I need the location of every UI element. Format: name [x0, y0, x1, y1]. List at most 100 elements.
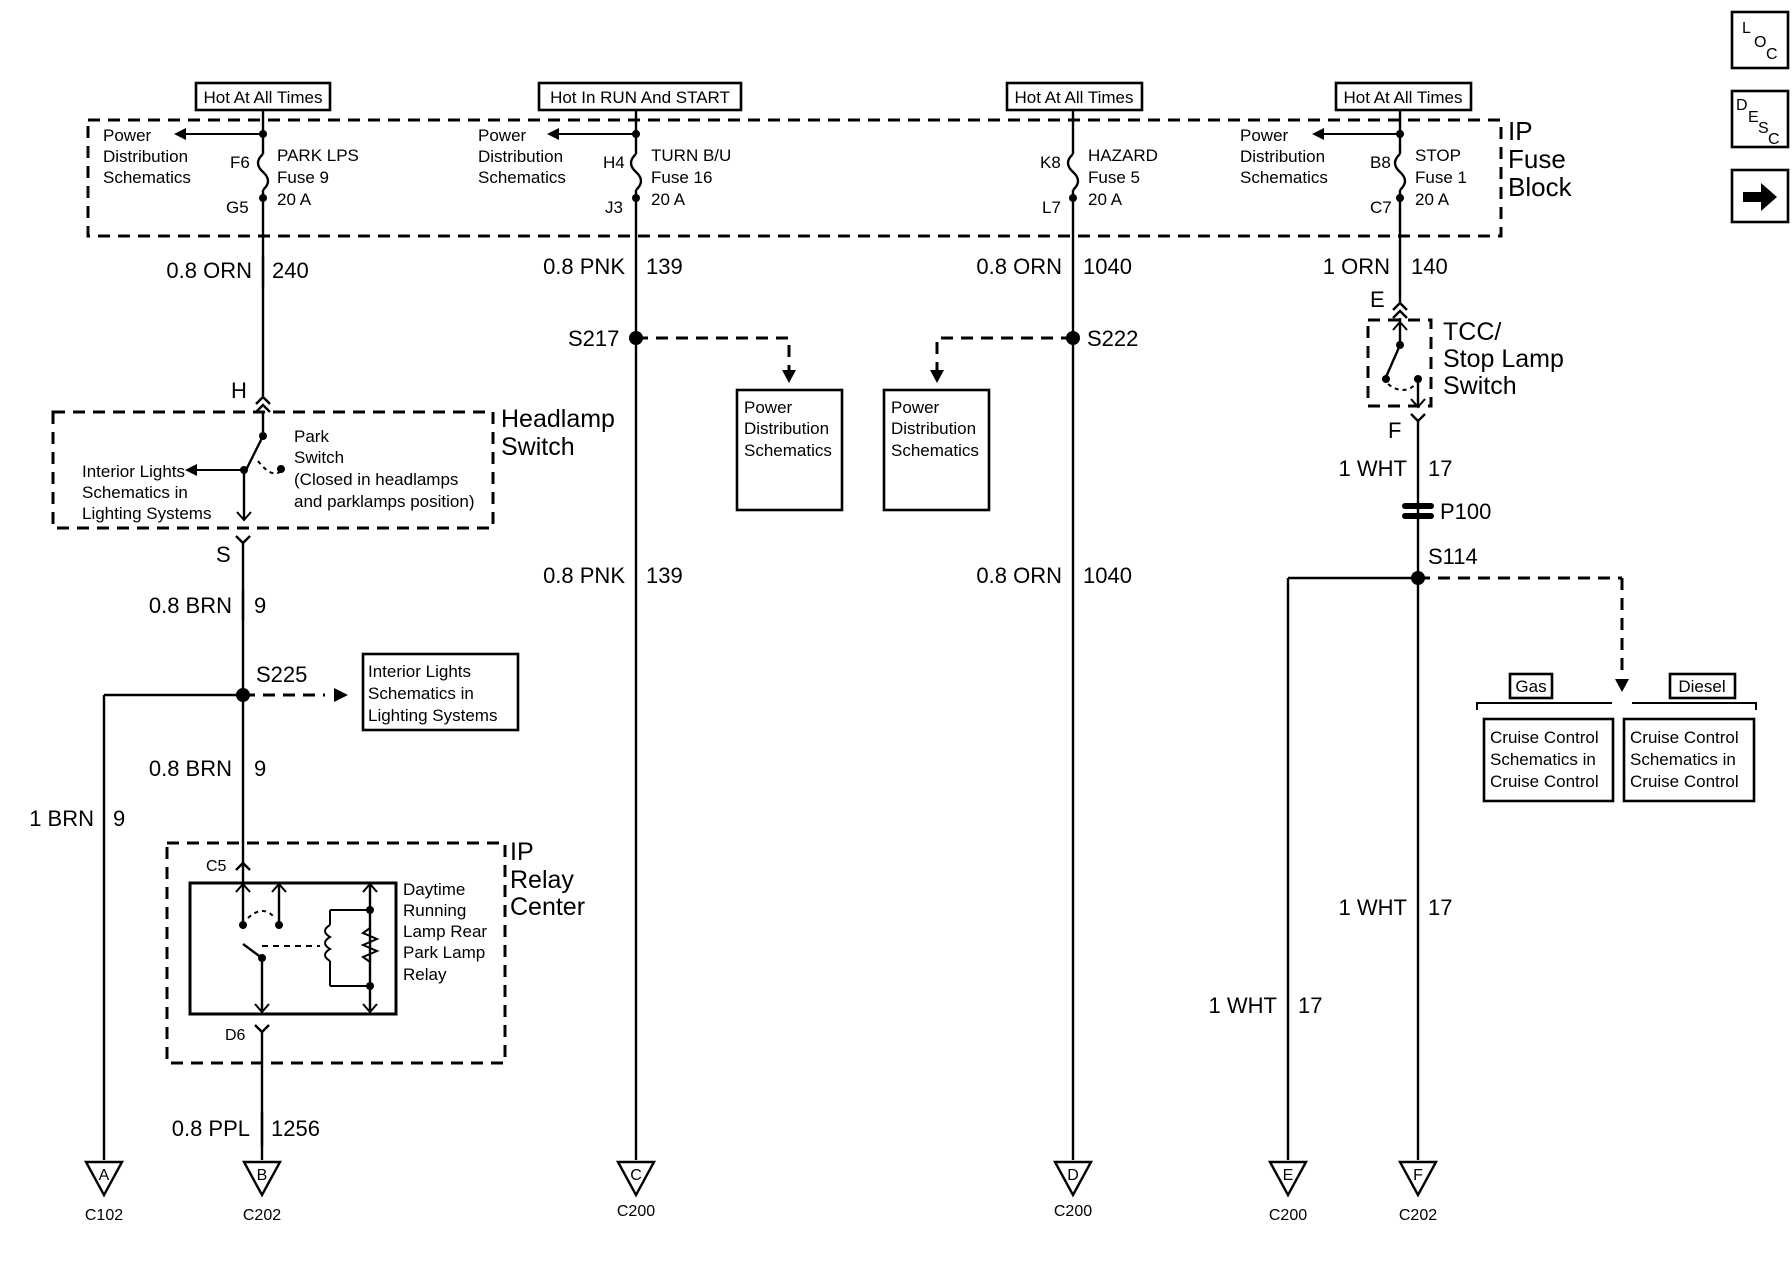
svg-text:1 WHT: 1 WHT	[1339, 895, 1407, 920]
svg-text:1 BRN: 1 BRN	[29, 806, 94, 831]
svg-text:(Closed in headlamps: (Closed in headlamps	[294, 470, 458, 489]
svg-text:Schematics in: Schematics in	[1490, 750, 1596, 769]
headlamp-terminal-h: H	[231, 378, 247, 403]
svg-text:Gas: Gas	[1515, 677, 1546, 696]
svg-text:Power: Power	[1240, 126, 1289, 145]
svg-text:C200: C200	[617, 1203, 655, 1220]
svg-text:1 WHT: 1 WHT	[1339, 456, 1407, 481]
svg-text:Daytime: Daytime	[403, 880, 465, 899]
svg-text:Power: Power	[744, 398, 793, 417]
svg-text:F6: F6	[230, 153, 250, 172]
desc-button[interactable]: D E S C	[1730, 89, 1790, 149]
svg-text:240: 240	[272, 258, 309, 283]
svg-text:Interior Lights: Interior Lights	[368, 662, 471, 681]
svg-text:Schematics: Schematics	[1240, 168, 1328, 187]
connector-e: E C200	[1267, 1160, 1309, 1224]
svg-text:E: E	[1283, 1167, 1294, 1184]
cruise-control-box-diesel: Cruise Control Schematics in Cruise Cont…	[1622, 717, 1756, 803]
connector-d: D C200	[1052, 1160, 1094, 1220]
svg-text:C202: C202	[243, 1207, 281, 1224]
connector-a: A C102	[83, 1160, 125, 1224]
svg-text:0.8 ORN: 0.8 ORN	[976, 563, 1062, 588]
svg-text:0.8 ORN: 0.8 ORN	[166, 258, 252, 283]
power-dist-box-s217	[735, 388, 844, 512]
svg-text:P100: P100	[1440, 499, 1491, 524]
svg-text:S225: S225	[256, 662, 307, 687]
svg-text:Cruise Control: Cruise Control	[1490, 772, 1599, 791]
svg-text:A: A	[99, 1167, 110, 1184]
svg-text:G5: G5	[226, 198, 249, 217]
svg-text:Interior Lights: Interior Lights	[82, 462, 185, 481]
svg-text:Relay: Relay	[510, 866, 574, 894]
svg-text:STOP: STOP	[1415, 146, 1461, 165]
svg-text:139: 139	[646, 254, 683, 279]
svg-text:Center: Center	[510, 893, 585, 921]
interior-lights-label: Interior Lights Schematics in Lighting S…	[82, 462, 211, 523]
power-dist-label-stop: Power Distribution Schematics	[1240, 126, 1328, 187]
svg-text:H4: H4	[603, 153, 625, 172]
svg-text:0.8 BRN: 0.8 BRN	[149, 593, 232, 618]
svg-text:Hot At All Times: Hot At All Times	[1014, 88, 1133, 107]
svg-text:L7: L7	[1042, 198, 1061, 217]
svg-text:139: 139	[646, 563, 683, 588]
headlamp-switch-outline	[51, 410, 495, 530]
svg-text:Fuse 1: Fuse 1	[1415, 168, 1467, 187]
svg-text:IP: IP	[510, 838, 534, 866]
svg-text:B8: B8	[1370, 153, 1391, 172]
svg-text:Schematics: Schematics	[891, 441, 979, 460]
svg-text:Cruise Control: Cruise Control	[1490, 728, 1599, 747]
ip-relay-center-outline	[165, 841, 507, 1065]
svg-text:J3: J3	[605, 198, 623, 217]
tcc-terminal-f: F	[1388, 418, 1401, 443]
connector-p100: P100	[1402, 499, 1491, 524]
diesel-option: Diesel	[1668, 672, 1737, 700]
svg-text:B: B	[257, 1167, 268, 1184]
svg-text:Fuse 16: Fuse 16	[651, 168, 712, 187]
svg-text:20 A: 20 A	[1415, 190, 1450, 209]
svg-text:1040: 1040	[1083, 563, 1132, 588]
connector-c: C C200	[615, 1160, 657, 1220]
svg-text:1256: 1256	[271, 1116, 320, 1141]
loc-letter-o: O	[1754, 34, 1766, 51]
svg-text:Hot In RUN And START: Hot In RUN And START	[550, 88, 730, 107]
ip-fuse-block-outline	[86, 118, 1503, 238]
svg-text:TURN B/U: TURN B/U	[651, 146, 731, 165]
fuse-stop: B8 C7 STOP Fuse 1 20 A	[1370, 130, 1467, 217]
svg-text:Lighting Systems: Lighting Systems	[368, 706, 497, 725]
svg-text:Fuse 5: Fuse 5	[1088, 168, 1140, 187]
svg-text:Schematics in: Schematics in	[82, 483, 188, 502]
svg-text:C7: C7	[1370, 198, 1392, 217]
fuse-block-label-2: Fuse	[1508, 144, 1566, 174]
fuse-turn: H4 J3 TURN B/U Fuse 16 20 A	[603, 130, 731, 217]
svg-text:Power: Power	[103, 126, 152, 145]
svg-text:9: 9	[254, 756, 266, 781]
svg-text:1040: 1040	[1083, 254, 1132, 279]
next-button[interactable]	[1730, 168, 1790, 224]
tcc-switch-blade	[1384, 344, 1402, 378]
svg-text:D6: D6	[225, 1027, 246, 1044]
svg-text:Park: Park	[294, 427, 329, 446]
relay-coil	[324, 924, 332, 962]
svg-text:20 A: 20 A	[1088, 190, 1123, 209]
connector-f: F C202	[1397, 1160, 1439, 1224]
svg-text:140: 140	[1411, 254, 1448, 279]
loc-letter-c: C	[1766, 46, 1778, 63]
svg-text:K8: K8	[1040, 153, 1061, 172]
svg-text:0.8 PNK: 0.8 PNK	[543, 254, 625, 279]
power-dist-box-s222	[882, 388, 991, 512]
loc-letter-l: L	[1742, 20, 1751, 37]
svg-text:Schematics: Schematics	[103, 168, 191, 187]
desc-letter-c: C	[1768, 131, 1780, 148]
svg-text:HAZARD: HAZARD	[1088, 146, 1158, 165]
svg-text:C200: C200	[1054, 1203, 1092, 1220]
svg-text:17: 17	[1428, 456, 1452, 481]
header-park: Hot At All Times	[194, 81, 332, 112]
loc-button[interactable]: L O C	[1730, 10, 1790, 70]
interior-lights-box	[361, 652, 520, 732]
svg-text:Diesel: Diesel	[1678, 677, 1725, 696]
svg-text:S114: S114	[1428, 544, 1478, 569]
desc-letter-d: D	[1736, 97, 1748, 114]
svg-text:0.8 PPL: 0.8 PPL	[172, 1116, 250, 1141]
cruise-control-box-gas: Cruise Control Schematics in Cruise Cont…	[1482, 717, 1615, 803]
svg-text:17: 17	[1428, 895, 1452, 920]
